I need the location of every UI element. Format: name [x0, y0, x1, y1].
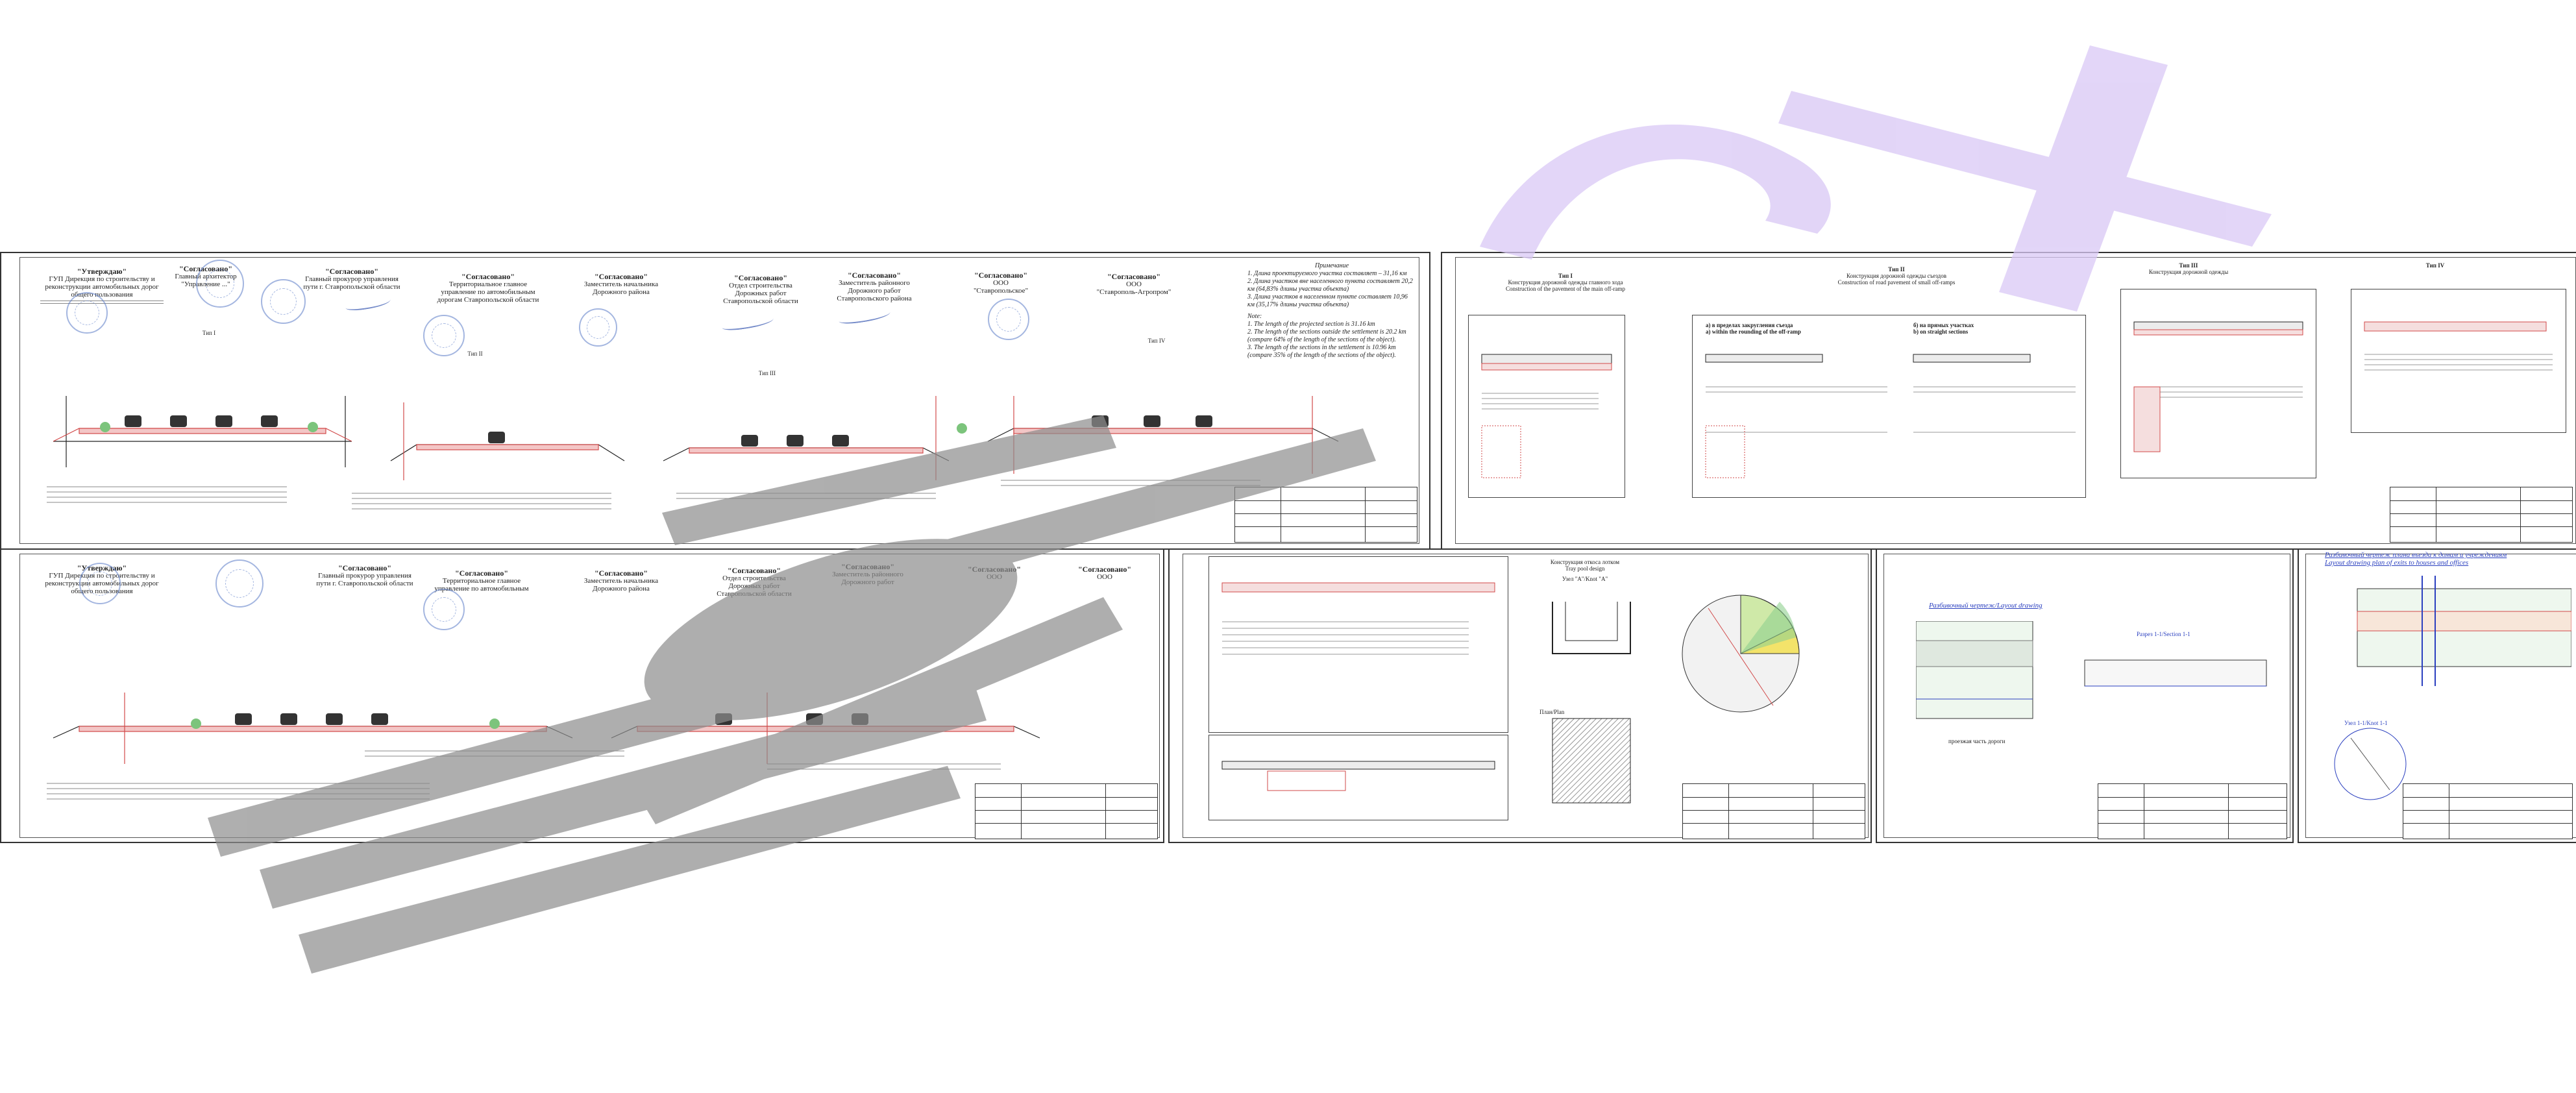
section-b-label: б) на прямых участках b) on straight sec…: [1913, 322, 1974, 335]
section-a-label: а) в пределах закругления съезда a) with…: [1706, 322, 1801, 335]
layout-title: Разбивочный чертеж/Layout drawing: [1929, 602, 2042, 609]
approval-block-8: "Согласовано" ООО: [968, 565, 1021, 581]
cross-section-drawing: [47, 396, 1339, 510]
title-block: [2390, 487, 2573, 543]
type3-title: Тип III Конструкция дорожной одежды: [2148, 262, 2229, 275]
sheet-layout-drawing: Разбивочный чертеж/Layout drawing Разрез…: [1876, 548, 2294, 843]
stamp-seal: [988, 299, 1029, 340]
stamp-seal: [66, 292, 108, 334]
title-block: [975, 783, 1158, 839]
approval-block-5: "Согласовано" Заместитель начальника Дор…: [583, 272, 659, 296]
title-block: [2403, 783, 2573, 839]
type-label: Тип I: [202, 330, 216, 336]
stamp-seal: [579, 308, 617, 347]
road-label: проезжая часть дороги: [1948, 738, 2006, 744]
exits-title: Разбивочный чертеж плана въезда к домам …: [2325, 551, 2507, 567]
stamp-seal: [261, 279, 306, 324]
approval-block-4: "Согласовано" Территориальное главное уп…: [434, 569, 529, 593]
stamp-seal: [215, 559, 264, 608]
approval-block-8: "Согласовано" ООО "Ставропольское": [973, 271, 1029, 295]
sheet-cross-sections-bottom: "Утверждаю" ГУП Дирекция по строительств…: [0, 548, 1164, 843]
approval-block-5: "Согласовано" Заместитель начальника Дор…: [583, 569, 659, 593]
approval-block-3: "Согласовано" Главный прокурор управлени…: [303, 267, 400, 291]
type-label: Тип IV: [1147, 338, 1166, 344]
approval-block-3: "Согласовано" Главный прокурор управлени…: [316, 563, 413, 587]
layout-plan: [1916, 621, 2267, 719]
sheet-cross-sections-top: "Утверждаю" ГУП Дирекция по строительств…: [0, 252, 1430, 550]
stamp-seal: [423, 315, 465, 356]
title-block: [1682, 783, 1865, 839]
approval-block-7: "Согласовано" Заместитель районного Доро…: [837, 271, 912, 302]
title-block: [1234, 487, 1417, 543]
tray-section: [1552, 602, 1631, 804]
approval-block-6: "Согласовано" Отдел строительства Дорожн…: [723, 273, 798, 305]
approval-block-7: "Согласовано" Заместитель районного Доро…: [832, 562, 903, 586]
approval-block-6: "Согласовано" Отдел строительства Дорожн…: [717, 566, 792, 598]
tray-title: Конструкция откоса лотком Tray pool desi…: [1550, 559, 1620, 582]
approval-block-9: "Согласовано" ООО "Ставрополь-Агропром": [1096, 272, 1171, 296]
approval-block-4: "Согласовано" Территориальное главное уп…: [437, 272, 539, 304]
approval-block-9: "Согласовано" ООО: [1078, 565, 1131, 581]
notes-block: Примечание 1. Длина проектируемого участ…: [1247, 262, 1413, 359]
pavement-panel: [2351, 289, 2566, 433]
sheet-pavement-types: Тип I Конструкция дорожной одежды главно…: [1441, 252, 2576, 550]
stamp-seal: [79, 563, 121, 604]
pavement-panel: [2120, 289, 2316, 478]
pavement-panel: [1468, 315, 1625, 498]
knot-circle: [1682, 595, 1800, 713]
sheet-exits-plan: Разбивочный чертеж плана въезда к домам …: [2298, 548, 2576, 843]
exits-plan-drawing: [2334, 576, 2571, 800]
drawing-panel: [1208, 556, 1508, 733]
type1-title: Тип I Конструкция дорожной одежды главно…: [1505, 273, 1626, 292]
stamp-seal: [423, 589, 465, 630]
pavement-panel: а) в пределах закругления съезда a) with…: [1692, 315, 2086, 498]
knot-label: Узел 1-1/Knot 1-1: [2344, 720, 2388, 726]
type4-title: Тип IV: [2425, 262, 2445, 269]
drawing-panel: [1208, 735, 1508, 820]
stamp-seal: [196, 260, 244, 308]
sheet-tray-design: Конструкция откоса лотком Tray pool desi…: [1168, 548, 1872, 843]
title-block: [2098, 783, 2287, 839]
type2-title: Тип II Конструкция дорожной одежды съезд…: [1837, 266, 1956, 286]
type-label: Тип II: [467, 350, 483, 357]
plan-label: План/Plan: [1539, 709, 1565, 715]
section-label: Разрез 1-1/Section 1-1: [2137, 631, 2190, 637]
type-label: Тип III: [758, 370, 776, 376]
